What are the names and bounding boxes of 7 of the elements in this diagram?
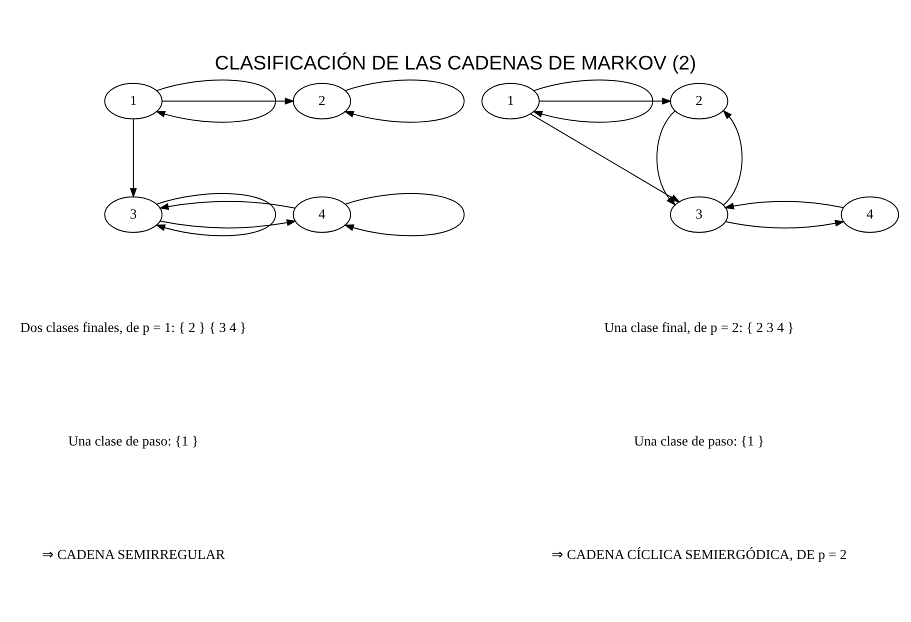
- diagram-title: CLASIFICACIÓN DE LAS CADENAS DE MARKOV (2): [214, 52, 696, 74]
- label: Una clase final, de p = 2: { 2 3 4 }: [604, 319, 794, 334]
- label: Una clase de paso: {1 }: [634, 432, 764, 448]
- label: ⇒ CADENA CÍCLICA SEMIERGÓDICA, DE p = 2: [551, 546, 847, 562]
- label: Dos clases finales, de p = 1: { 2 } { 3 4 }: [20, 319, 246, 334]
- label: Una clase de paso: {1 }: [68, 432, 199, 448]
- label: ⇒ CADENA SEMIRREGULAR: [42, 546, 225, 562]
